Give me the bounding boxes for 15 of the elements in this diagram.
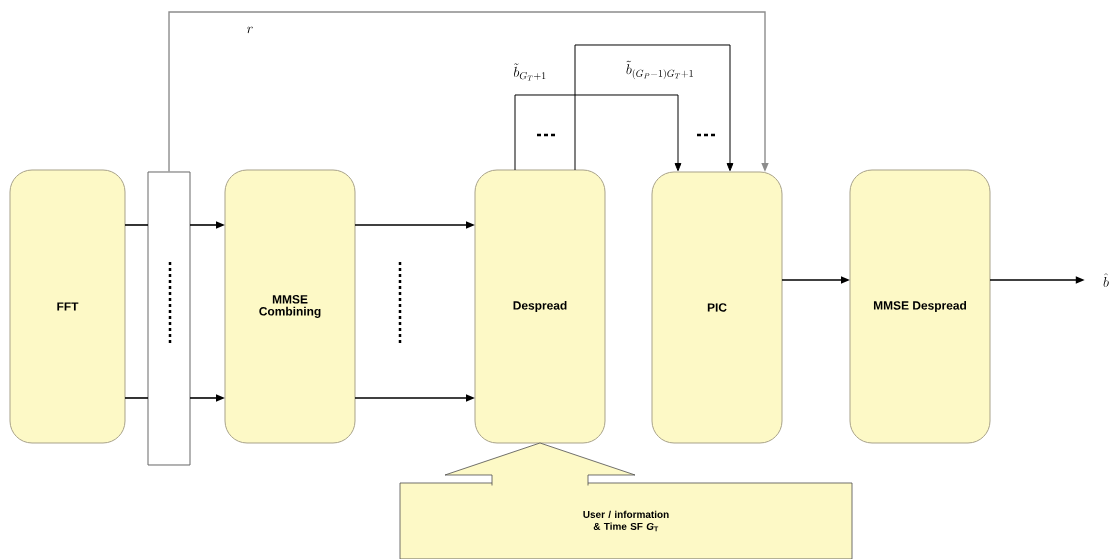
process-box: Despread [474, 169, 606, 444]
edge-label: $r$ [245, 25, 255, 35]
edge-label: $\tilde{b}_{(G_P-1)G_T+1}$ [624, 59, 696, 81]
bus-bar [147, 171, 191, 466]
process-box: MMSE Combining [224, 169, 356, 444]
input-box: User / information & Time SF G$_{T}$ [399, 482, 853, 559]
output-symbol: $\hat{b}$ [1103, 273, 1109, 287]
process-box: FFT [9, 169, 126, 444]
process-box: MMSE Despread [849, 169, 991, 444]
arrow [168, 11, 769, 173]
block-arrow [444, 442, 636, 486]
arrow [574, 44, 734, 172]
process-box: PIC [651, 171, 783, 444]
edge-label: $\tilde{b}_{G_T+1}$ [512, 62, 548, 82]
arrow [514, 94, 682, 172]
